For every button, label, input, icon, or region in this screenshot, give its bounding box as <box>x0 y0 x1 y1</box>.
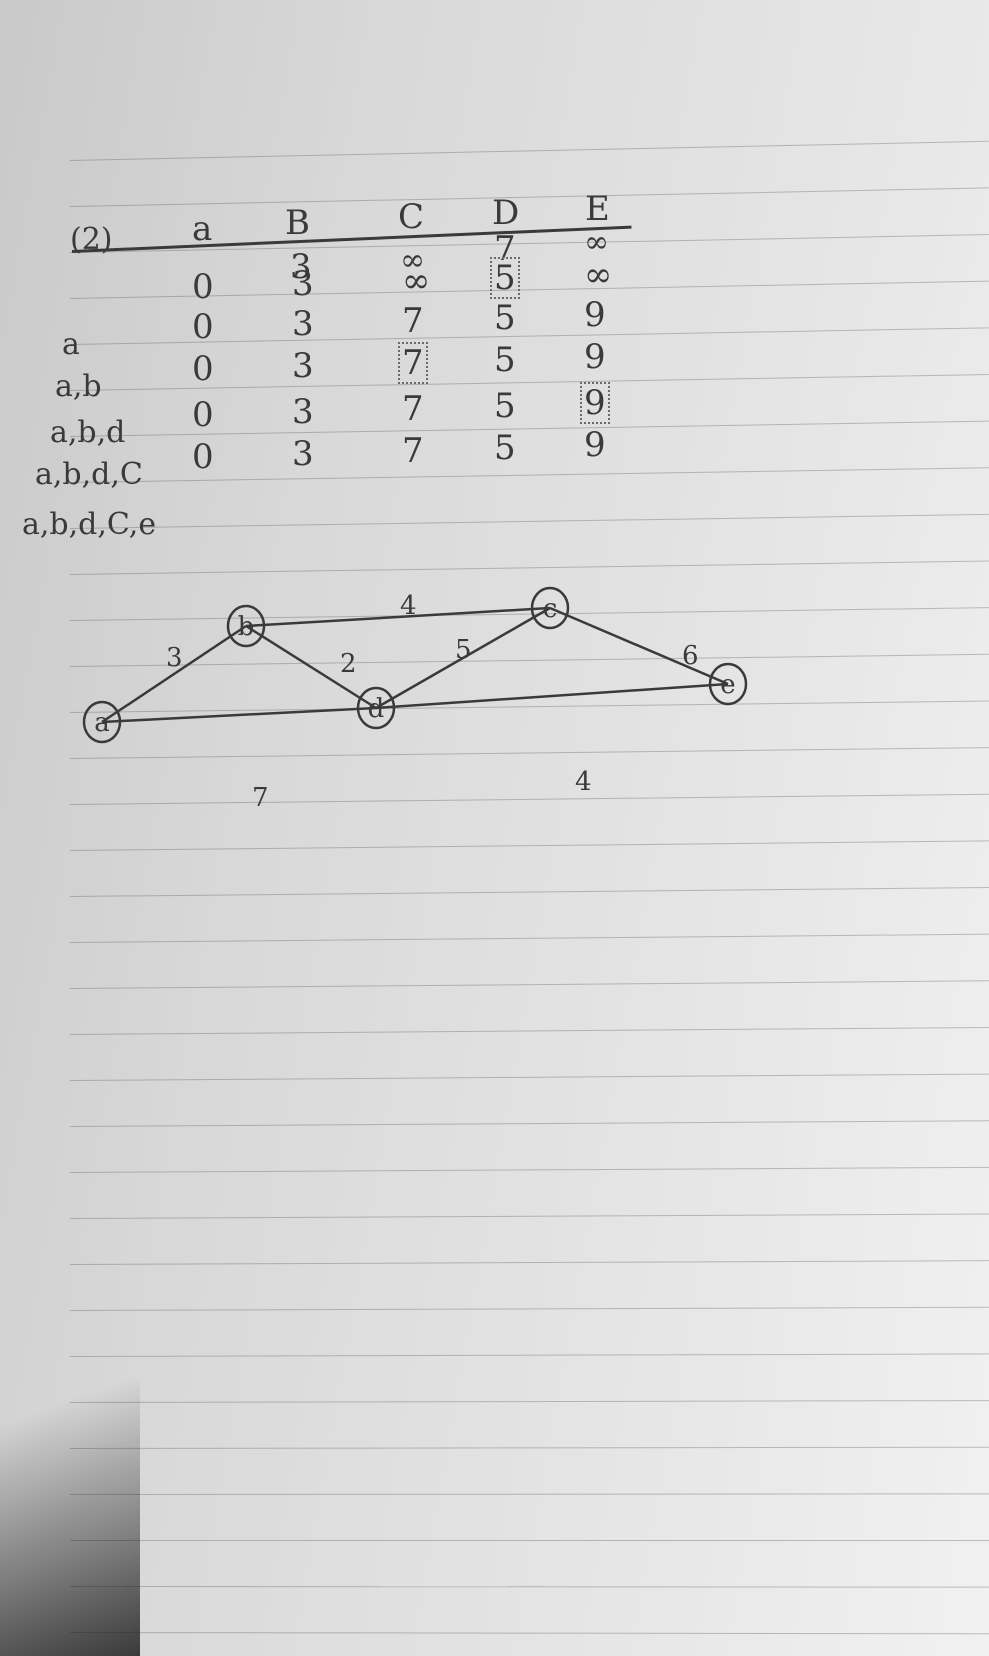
edge-weight: 6 <box>682 641 699 671</box>
table-cell: 9 <box>584 425 606 465</box>
table-cell: 3 <box>292 264 314 304</box>
node-b <box>226 604 266 648</box>
row-label: a,b,d,C <box>35 457 143 492</box>
ruled-line <box>69 1632 989 1635</box>
row-label: a,b,d,C,e <box>22 507 157 542</box>
header-b: B <box>285 203 310 243</box>
table-cell: 3 <box>292 392 314 432</box>
edge-d-e <box>375 682 729 710</box>
edge-weight: 2 <box>340 649 357 679</box>
node-c <box>530 586 570 630</box>
init-b: 3 <box>290 247 312 287</box>
table-cell: 0 <box>192 395 214 435</box>
table-cell: 3 <box>292 346 314 386</box>
table-cell: 3 <box>292 304 314 344</box>
edge-weight: 4 <box>400 591 417 621</box>
edge-a-d <box>101 706 377 724</box>
ruled-line <box>69 1026 989 1035</box>
table-cell: 7 <box>402 431 424 471</box>
header-a: a <box>192 209 213 249</box>
edge-weight: 7 <box>252 783 269 813</box>
table-cell: 7 <box>402 301 424 341</box>
edge-d-c <box>375 606 551 710</box>
ruled-line <box>69 1446 989 1449</box>
row-label: a,b <box>55 369 102 404</box>
ruled-line <box>69 1260 989 1265</box>
table-cell: 9 <box>584 337 606 377</box>
node-label: c <box>543 594 558 624</box>
init-e: ∞ <box>584 225 609 260</box>
table-cell: ∞ <box>584 255 613 295</box>
table-cell: 0 <box>192 307 214 347</box>
edge-c-e <box>549 606 729 686</box>
table-cell: 7 <box>402 389 424 429</box>
table-cell: 0 <box>192 267 214 307</box>
ruled-line <box>69 1306 989 1311</box>
node-label: d <box>368 694 385 724</box>
ruled-line <box>70 1540 989 1541</box>
table-cell: 0 <box>192 349 214 389</box>
table-cell: 5 <box>494 386 516 426</box>
row-label: a,b,d <box>50 415 126 450</box>
table-cell: 7 <box>398 342 428 384</box>
ruled-line <box>69 1120 989 1127</box>
edge-weight: 4 <box>575 767 592 797</box>
table-cell: 5 <box>494 298 516 338</box>
embossed-text-1 <box>160 1145 190 1227</box>
edge-a-b <box>101 624 247 724</box>
row-label: a <box>62 327 80 362</box>
ruled-line <box>69 1166 989 1173</box>
header-d: D <box>492 193 520 233</box>
table-cell: 9 <box>580 382 610 424</box>
table-cell: 9 <box>584 295 606 335</box>
table-cell: 5 <box>494 340 516 380</box>
init-d: 7 <box>494 229 516 269</box>
table-cell: 3 <box>292 434 314 474</box>
header-c: C <box>398 197 425 237</box>
table-cell: ∞ <box>402 261 431 301</box>
ruled-line <box>69 1493 989 1495</box>
node-d <box>356 686 396 730</box>
graph-diagram: a b c d e 3 7 4 2 5 6 4 <box>82 586 748 813</box>
node-label: e <box>720 670 735 700</box>
ruled-line <box>69 1586 989 1588</box>
page-shadow <box>0 1236 140 1656</box>
ruled-line <box>69 1400 989 1403</box>
ruled-line <box>69 1353 989 1357</box>
ruled-line <box>69 1213 989 1219</box>
table-cell: 5 <box>490 257 520 299</box>
header-e: E <box>585 189 610 229</box>
edge-b-d <box>245 624 377 710</box>
ruled-line <box>69 1073 989 1081</box>
edge-weight: 3 <box>166 643 183 673</box>
edge-weight: 5 <box>455 635 472 665</box>
table-cell: 5 <box>494 428 516 468</box>
node-label: b <box>238 612 255 642</box>
ruled-line <box>69 980 989 989</box>
ruled-line <box>69 933 989 943</box>
edge-b-c <box>245 606 551 628</box>
node-label: a <box>94 708 110 738</box>
node-e <box>708 662 748 706</box>
table-cell: 0 <box>192 437 214 477</box>
node-a <box>82 700 122 744</box>
init-c: ∞ <box>400 243 425 278</box>
